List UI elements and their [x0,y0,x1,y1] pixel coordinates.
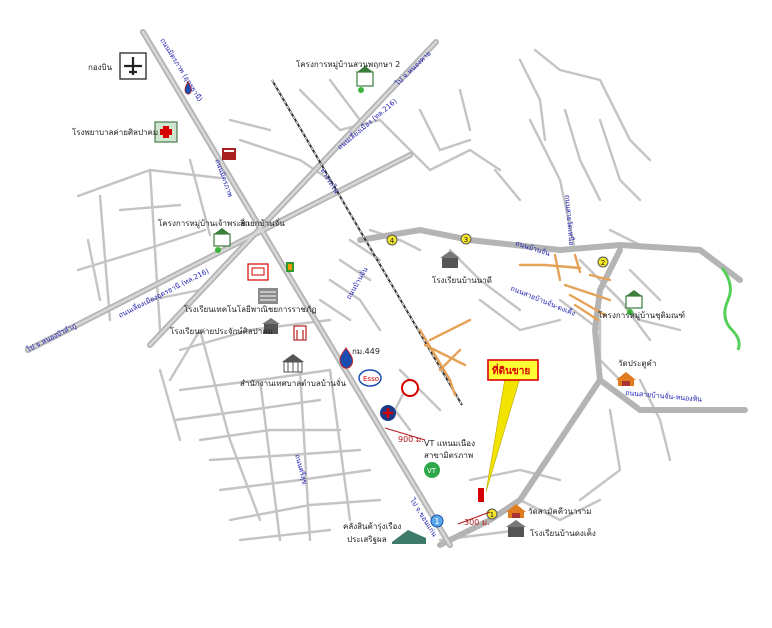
hospital-label: โรงพยาบาลค่ายศิลปาคม [72,127,158,137]
village2-label: โครงการหมู่บ้านสวนพฤกษา 2 [296,59,400,70]
svg-text:3: 3 [464,236,468,244]
village-east-label: โครงการหมู่บ้านชุติมณฑ์ [598,310,685,321]
school-sinlapakhom-icon [262,318,280,334]
svg-text:4: 4 [390,237,395,245]
road-label-east: ถนนบ้านจั่น [514,238,551,258]
intersection-label: สี่แยกบ้านจั่น [240,217,285,228]
warehouse-label: คลังสินค้ารุ่งเรือง [343,522,401,531]
svg-text:VT: VT [427,467,437,475]
destination-label: ที่ดินขาย [492,363,530,377]
school-sinlapakhom-label: โรงเรียนค่ายประจักษ์ศิลปาคม [170,326,273,336]
temple-prathum-label: วัดประตูคำ [618,359,656,369]
gate-icon [293,325,307,341]
road-label-west: ถนนเลี่ยงเมือง (ทล.216) [336,96,399,151]
school-south-icon [506,520,526,537]
hotel-icon [222,148,236,160]
svg-text:Esso: Esso [363,375,379,383]
vt-sub-label: สาขามิตรภาพ [424,451,473,460]
school-ban-nong-label: โรงเรียนบ้านนาดี [432,275,492,285]
office-icon [282,354,304,373]
village-east-icon [625,290,643,315]
school-south-label: โรงเรียนบ้านดงเค็ง [530,528,596,538]
distance-300: 300 ม. [464,518,490,527]
tech-school-icon [258,288,278,304]
marker-2: 2 [597,256,609,268]
destination-plot[interactable] [478,488,484,502]
village-nakhon-icon [213,228,231,253]
road-label-nongsamrong: ถนนสายบ้านจั่น-ดงเค็ง [509,284,576,318]
marker-4: 4 [386,234,398,246]
ptt-gas-icon [339,347,353,369]
temple-south-label: วัดสามัคคีวนาราม [528,507,592,516]
road-label-railway: ทางรถไฟ [318,166,341,195]
fuel-icon-north [184,81,192,95]
warehouse-icon [392,530,426,544]
temple-south-icon [506,504,526,518]
seven-eleven-icon [286,262,294,272]
marker-3: 3 [460,233,472,245]
ban-chan-office-label: สำนักงานเทศบาลตำบลบ้านจั่น [240,377,347,388]
local-roads [418,253,612,397]
airport-label: กองบิน [88,63,113,72]
road-label-local4: ถนนสายวัดเหนือ [563,194,575,245]
esso-gas-icon: Esso [358,369,382,387]
village-nakhon-label: โครงการหมู่บ้านเจ้าพระยา [158,218,250,229]
km449-label: กม.449 [352,347,380,356]
temple-prathum-icon [616,372,636,386]
distance-arrow-300: 300 ม. [457,511,491,527]
airport-icon [119,52,147,80]
destination-callout[interactable]: ที่ดินขาย [485,359,539,493]
hospital-icon [154,121,178,143]
warehouse-sub-label: ประเสริฐผล [347,535,387,544]
svg-text:1: 1 [435,517,440,526]
svg-text:2: 2 [601,259,605,267]
svg-text:1: 1 [490,511,494,519]
river [720,267,741,351]
road-label-southeast: ถนนสายบ้านจั่น-หนองหิน [625,388,703,404]
vt-label: VT แหนมเนือง [424,439,475,448]
marker-1b: 1 [486,508,498,520]
school-ban-nong-icon [440,251,460,268]
shell-gas-icon [380,405,396,421]
tech-school-label: โรงเรียนเทคโนโลยีพาณิชยการราชภัฏ [184,304,317,314]
village2-icon [356,66,374,93]
road-label-to-nongbua: ไป จ.หนองบัวลำภู [24,321,78,355]
marker-1: 1 [430,514,444,528]
distance-900: 900 ม. [398,435,424,444]
railway [271,79,463,406]
vt-icon: VT [424,462,440,478]
caltex-gas-icon [401,379,419,397]
distance-arrow-900: 900 ม. [384,427,426,444]
honda-icon [247,263,269,281]
